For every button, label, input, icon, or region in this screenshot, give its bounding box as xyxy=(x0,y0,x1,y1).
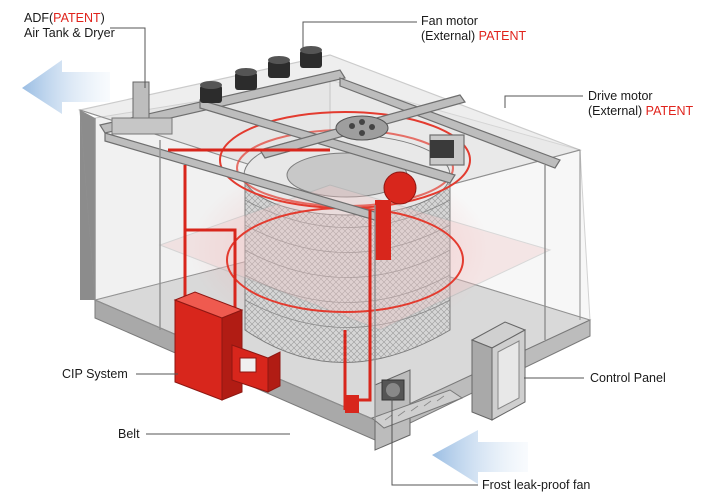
leader-drive-motor xyxy=(504,95,583,108)
label-adf-line2: Air Tank & Dryer xyxy=(24,26,115,40)
airflow-out-arrow-icon xyxy=(22,60,110,114)
leader-frost-fan xyxy=(391,398,478,486)
label-adf: ADF(PATENT) Air Tank & Dryer xyxy=(24,11,115,41)
cip-system-cabinets xyxy=(173,291,281,401)
fan-motor-unit xyxy=(300,46,322,68)
label-adf-prefix: ADF( xyxy=(24,11,54,25)
label-cip-system: CIP System xyxy=(62,367,128,381)
label-belt: Belt xyxy=(118,427,140,441)
leader-lines xyxy=(110,21,584,486)
fan-motors xyxy=(200,46,322,103)
label-adf-suffix: ) xyxy=(100,11,105,25)
intermediate-deck xyxy=(158,184,552,331)
label-drive-motor-line2: (External) xyxy=(588,104,646,118)
red-blower xyxy=(345,171,417,413)
label-fan-motor: Fan motor (External) PATENT xyxy=(421,14,526,44)
label-fan-motor-line2: (External) xyxy=(421,29,479,43)
adf-air-tank-dryer xyxy=(111,81,173,135)
label-control-panel: Control Panel xyxy=(590,371,666,385)
label-drive-motor-line1: Drive motor xyxy=(588,89,653,103)
label-frost-leak-proof-fan: Frost leak-proof fan xyxy=(482,478,591,492)
fan-motor-unit xyxy=(235,68,257,90)
label-fan-motor-line1: Fan motor xyxy=(421,14,478,28)
label-adf-patent: PATENT xyxy=(53,11,101,25)
label-drive-motor-patent: PATENT xyxy=(645,104,694,118)
conveyor-belt xyxy=(371,389,464,429)
leader-adf xyxy=(110,27,146,88)
fan-motor-unit xyxy=(200,81,222,103)
label-fan-motor-patent: PATENT xyxy=(478,29,527,43)
control-panel-cabinet xyxy=(470,321,527,421)
frame-posts xyxy=(94,118,546,420)
fan-motor-unit xyxy=(268,56,290,78)
label-drive-motor: Drive motor (External) PATENT xyxy=(588,89,693,119)
airflow-in-arrow-icon xyxy=(432,430,528,484)
leader-fan-motor xyxy=(302,21,417,52)
drive-wheel xyxy=(335,115,454,158)
